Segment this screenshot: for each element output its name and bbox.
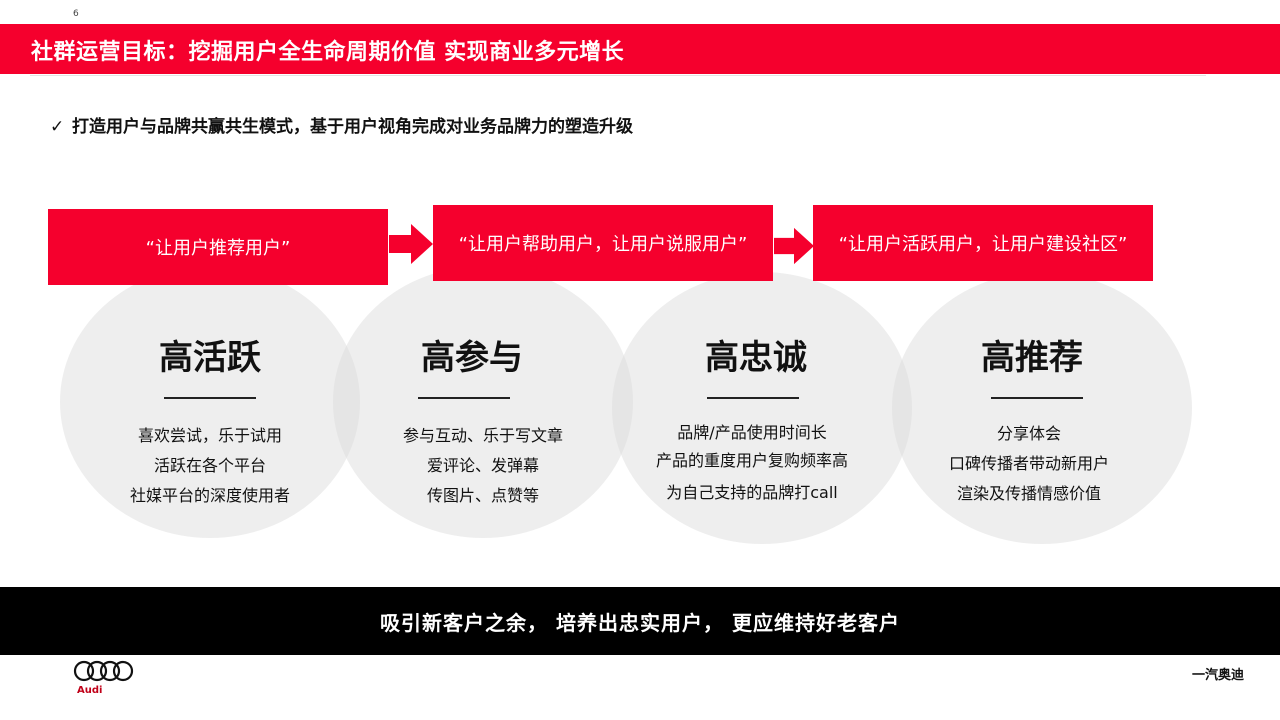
- column-divider: [707, 397, 799, 399]
- column-line: 社媒平台的深度使用者: [129, 486, 290, 505]
- column-line: 渲染及传播情感价值: [956, 484, 1101, 503]
- check-icon: ✓: [50, 117, 65, 137]
- column-line: 分享体会: [996, 424, 1061, 443]
- audi-rings-logo: [73, 660, 134, 682]
- column-body: 分享体会 口碑传播者带动新用户 渲染及传播情感价值: [879, 419, 1179, 509]
- circle-active: [60, 266, 360, 538]
- page-number: 6: [73, 9, 79, 19]
- column-line: 喜欢尝试，乐于试用: [137, 426, 282, 445]
- circle-recommend: [892, 272, 1192, 544]
- title-divider: [30, 75, 1206, 76]
- column-line: 口碑传播者带动新用户: [948, 454, 1109, 473]
- column-line: 品牌/产品使用时间长: [677, 423, 827, 442]
- column-divider: [164, 397, 256, 399]
- column-title: 高参与: [421, 338, 523, 378]
- title-bar: 社群运营目标：挖掘用户全生命周期价值 实现商业多元增长: [0, 24, 1280, 74]
- banner-activate-users: “让用户活跃用户，让用户建设社区”: [813, 205, 1153, 281]
- subtitle-text: 打造用户与品牌共赢共生模式，基于用户视角完成对业务品牌力的塑造升级: [72, 117, 633, 137]
- column-line: 为自己支持的品牌打call: [666, 483, 838, 502]
- circle-loyalty: [612, 272, 912, 544]
- column-line: 参与互动、乐于写文章: [402, 426, 563, 445]
- subtitle: ✓ 打造用户与品牌共赢共生模式，基于用户视角完成对业务品牌力的塑造升级: [50, 112, 633, 137]
- logo-text: Audi: [77, 685, 103, 696]
- column-line: 活跃在各个平台: [153, 456, 266, 475]
- column-line: 产品的重度用户复购频率高: [655, 451, 848, 470]
- arrow-right-icon: [389, 224, 433, 264]
- circle-participation: [333, 266, 633, 538]
- page-title: 社群运营目标：挖掘用户全生命周期价值 实现商业多元增长: [31, 40, 625, 65]
- arrow-right-icon: [774, 227, 814, 265]
- column-title: 高忠诚: [705, 338, 807, 378]
- column-divider: [418, 397, 510, 399]
- column-body: 喜欢尝试，乐于试用 活跃在各个平台 社媒平台的深度使用者: [60, 421, 360, 511]
- footer-banner: 吸引新客户之余， 培养出忠实用户， 更应维持好老客户: [0, 587, 1280, 655]
- banner-label: “让用户推荐用户”: [145, 238, 291, 259]
- column-title: 高活跃: [159, 338, 261, 378]
- column-body: 参与互动、乐于写文章 爱评论、发弹幕 传图片、点赞等: [333, 421, 633, 511]
- banner-label: “让用户活跃用户，让用户建设社区”: [838, 234, 1128, 255]
- banner-help-users: “让用户帮助用户，让用户说服用户”: [433, 205, 773, 281]
- banner-recommend-users: “让用户推荐用户”: [48, 209, 388, 285]
- banner-label: “让用户帮助用户，让用户说服用户”: [458, 234, 748, 255]
- footer-text: 吸引新客户之余， 培养出忠实用户， 更应维持好老客户: [380, 610, 900, 635]
- column-title: 高推荐: [981, 338, 1083, 378]
- column-divider: [991, 397, 1083, 399]
- brand-name: 一汽奥迪: [1191, 668, 1244, 683]
- column-line: 爱评论、发弹幕: [426, 456, 539, 475]
- column-body: 品牌/产品使用时间长 产品的重度用户复购频率高 为自己支持的品牌打call: [602, 419, 902, 507]
- column-line: 传图片、点赞等: [426, 486, 539, 505]
